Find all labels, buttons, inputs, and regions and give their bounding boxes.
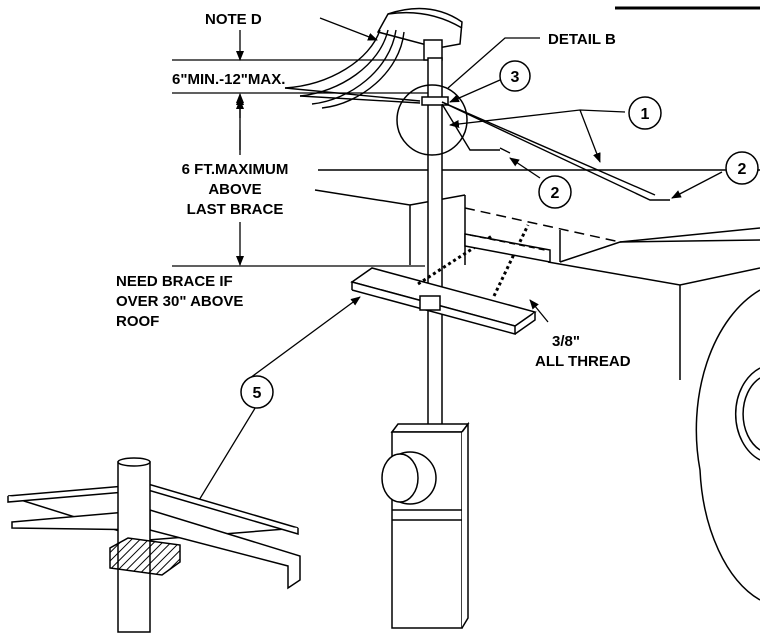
- roof-structure: [314, 169, 760, 601]
- all-thread-line1: 3/8": [552, 333, 580, 350]
- callout-2-left: 2: [551, 185, 560, 202]
- callout-leaders: [189, 79, 723, 516]
- channel-clamp: [419, 295, 441, 311]
- six-ft-label-line3: LAST BRACE: [187, 201, 284, 218]
- weatherhead: [376, 7, 463, 61]
- callout-5: 5: [253, 385, 262, 402]
- meter-base: [381, 421, 470, 629]
- six-ft-label-line2: ABOVE: [208, 181, 261, 198]
- callout-3: 3: [511, 69, 520, 86]
- detail-b-label: DETAIL B: [548, 31, 616, 48]
- note-d-leader: [319, 17, 378, 41]
- mast-pipe: [427, 57, 443, 439]
- all-thread-line2: ALL THREAD: [535, 353, 631, 370]
- guy-wires: [441, 101, 670, 201]
- six-ft-label-line1: 6 FT.MAXIMUM: [182, 161, 289, 178]
- wall-bracket: [464, 233, 551, 263]
- strut-channel: [350, 267, 537, 335]
- callout-2-right: 2: [738, 161, 747, 178]
- detail-b-circle: [396, 84, 468, 156]
- min-max-label: 6"MIN.-12"MAX.: [172, 71, 285, 88]
- detail-b-leader: [447, 37, 540, 89]
- need-brace-line2: OVER 30" ABOVE: [116, 293, 243, 310]
- callout-circles: [240, 60, 759, 409]
- need-brace-line3: ROOF: [116, 313, 159, 330]
- callout-1: 1: [641, 106, 650, 123]
- detail-5-inset: [7, 457, 301, 633]
- mast-clamp: [421, 96, 449, 106]
- service-wires: [284, 29, 421, 109]
- need-brace-line1: NEED BRACE IF: [116, 273, 233, 290]
- note-d-label: NOTE D: [205, 11, 262, 28]
